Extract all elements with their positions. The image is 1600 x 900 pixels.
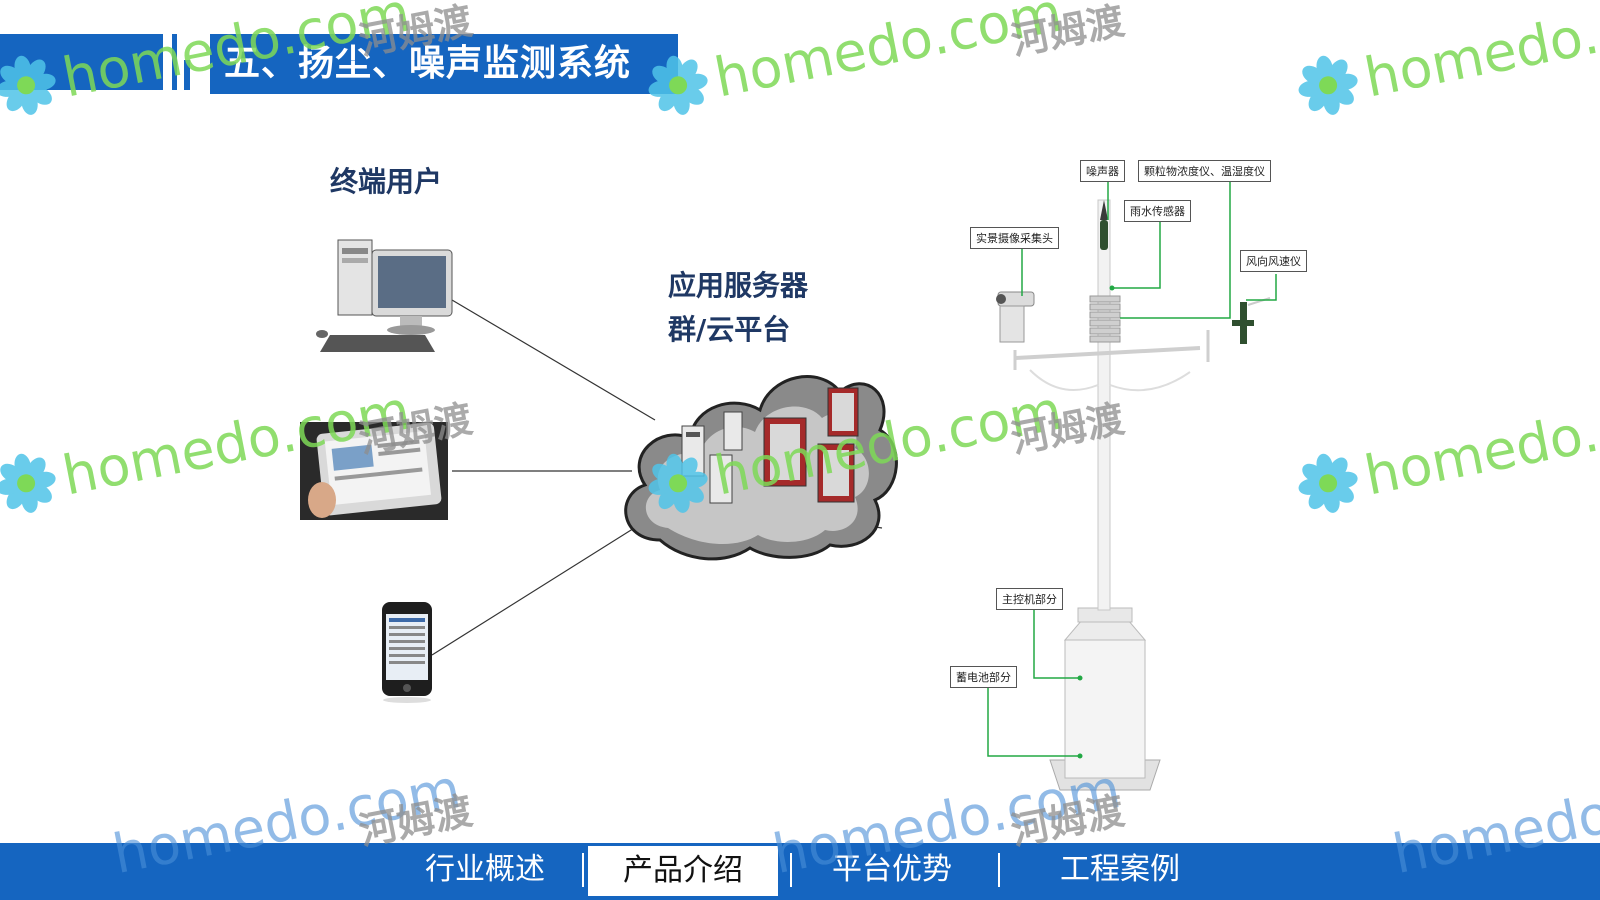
nav-item-cases[interactable]: 工程案例 [1060, 852, 1180, 887]
tag-particle: 颗粒物浓度仪、温湿度仪 [1138, 160, 1271, 182]
page-title: 五、扬尘、噪声监测系统 [210, 34, 678, 94]
tag-rain: 雨水传感器 [1124, 200, 1191, 222]
link-phone-cloud [431, 514, 656, 656]
nav-item-advantages[interactable]: 平台优势 [832, 852, 952, 887]
nav-item-overview[interactable]: 行业概述 [425, 852, 545, 887]
server-label-line1: 应用服务器 [668, 269, 809, 302]
desktop-computer-icon [316, 239, 453, 352]
smartphone-icon [382, 602, 432, 703]
tablet-icon [300, 422, 448, 520]
nav-separator [790, 853, 792, 887]
server-cloud-icon [624, 375, 898, 561]
link-desktop-cloud [451, 299, 656, 421]
nav-separator [998, 853, 1000, 887]
bottom-nav: 行业概述 产品介绍 平台优势 工程案例 homedo.com homedo.co… [0, 757, 1600, 900]
nav-item-product[interactable]: 产品介绍 [588, 846, 778, 896]
tag-noise: 噪声器 [1080, 160, 1125, 182]
tag-wind: 风向风速仪 [1240, 250, 1307, 272]
server-cloud-label: 应用服务器 群/云平台 [668, 264, 808, 352]
radiation-shield [1089, 295, 1121, 343]
tag-battery: 蓄电池部分 [950, 666, 1017, 688]
end-user-label: 终端用户 [330, 165, 443, 198]
server-label-line2: 群/云平台 [668, 313, 791, 346]
title-decor-stripe-short [184, 60, 190, 90]
tag-camera: 实景摄像采集头 [970, 227, 1059, 249]
monitoring-pole-diagram [987, 180, 1277, 791]
title-decor-stripe [172, 34, 177, 90]
nav-separator [582, 853, 584, 887]
tag-main-control: 主控机部分 [996, 588, 1063, 610]
